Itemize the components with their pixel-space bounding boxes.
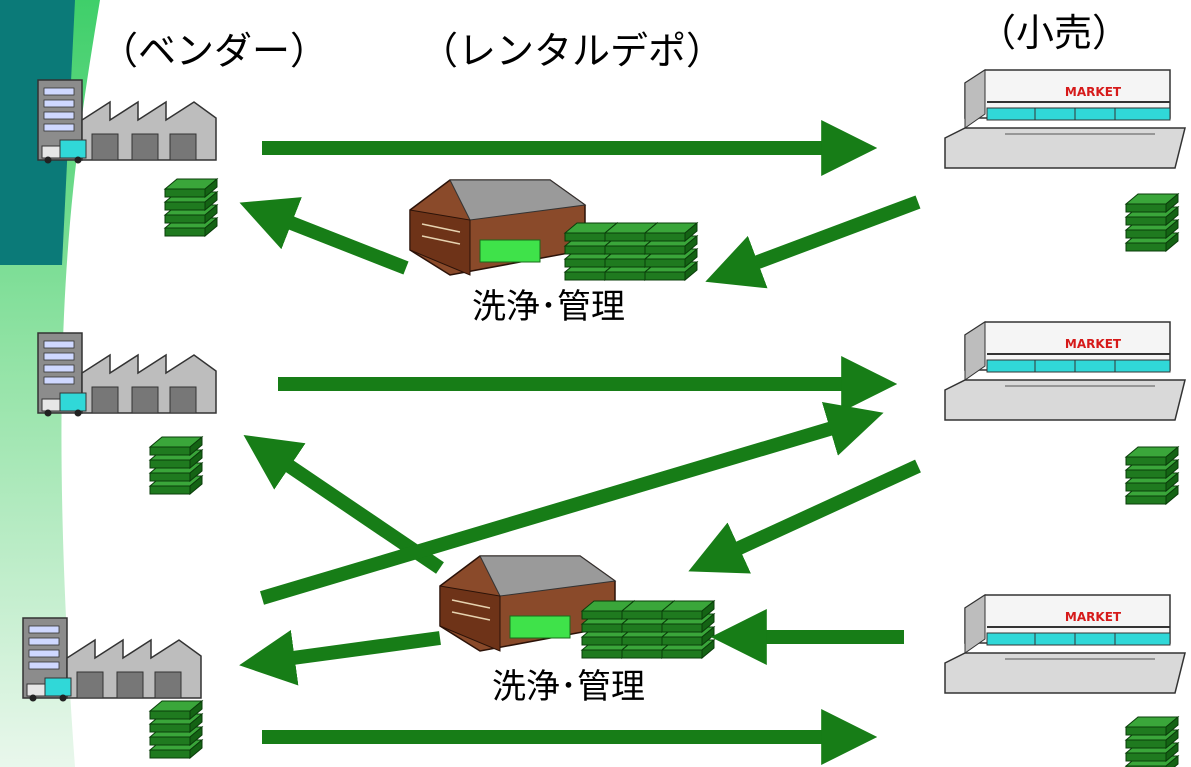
vendor-factory-3 — [22, 617, 202, 703]
arrow-store1-to-depot1 — [705, 195, 921, 289]
arrow-depot2-to-vendor3 — [239, 629, 441, 686]
arrow-vendor3-to-store2 — [260, 401, 884, 605]
header-depot: （レンタルデポ） — [420, 29, 724, 73]
header-vendor: （ベンダー） — [100, 29, 328, 73]
vendor-factory-1 — [37, 79, 217, 165]
retail-crate-stack-2 — [1126, 447, 1178, 504]
rental-depot-building-1 — [409, 179, 586, 276]
depot-crate-block-1 — [565, 223, 697, 280]
vendor-factory-2 — [37, 332, 217, 418]
retail-store-2: MARKET — [944, 321, 1186, 421]
header-retail: （小売） — [978, 11, 1130, 55]
arrow-store2-to-depot2 — [688, 459, 921, 574]
store-sign-3: MARKET — [1065, 610, 1122, 624]
vendor-crate-stack-1 — [165, 179, 217, 236]
depot-label-2: 洗浄･管理 — [492, 667, 645, 707]
store-sign-1: MARKET — [1065, 85, 1122, 99]
vendor-crate-stack-2 — [150, 437, 202, 494]
retail-crate-stack-1 — [1126, 194, 1178, 251]
arrow-depot1-to-vendor1 — [239, 197, 409, 275]
store-sign-2: MARKET — [1065, 337, 1122, 351]
retail-crate-stack-3 — [1126, 717, 1178, 767]
depot-label-1: 洗浄･管理 — [472, 287, 625, 327]
depot-crate-block-2 — [582, 601, 714, 658]
retail-store-1: MARKET — [944, 69, 1186, 169]
retail-store-3: MARKET — [944, 594, 1186, 694]
vendor-crate-stack-3 — [150, 701, 202, 758]
